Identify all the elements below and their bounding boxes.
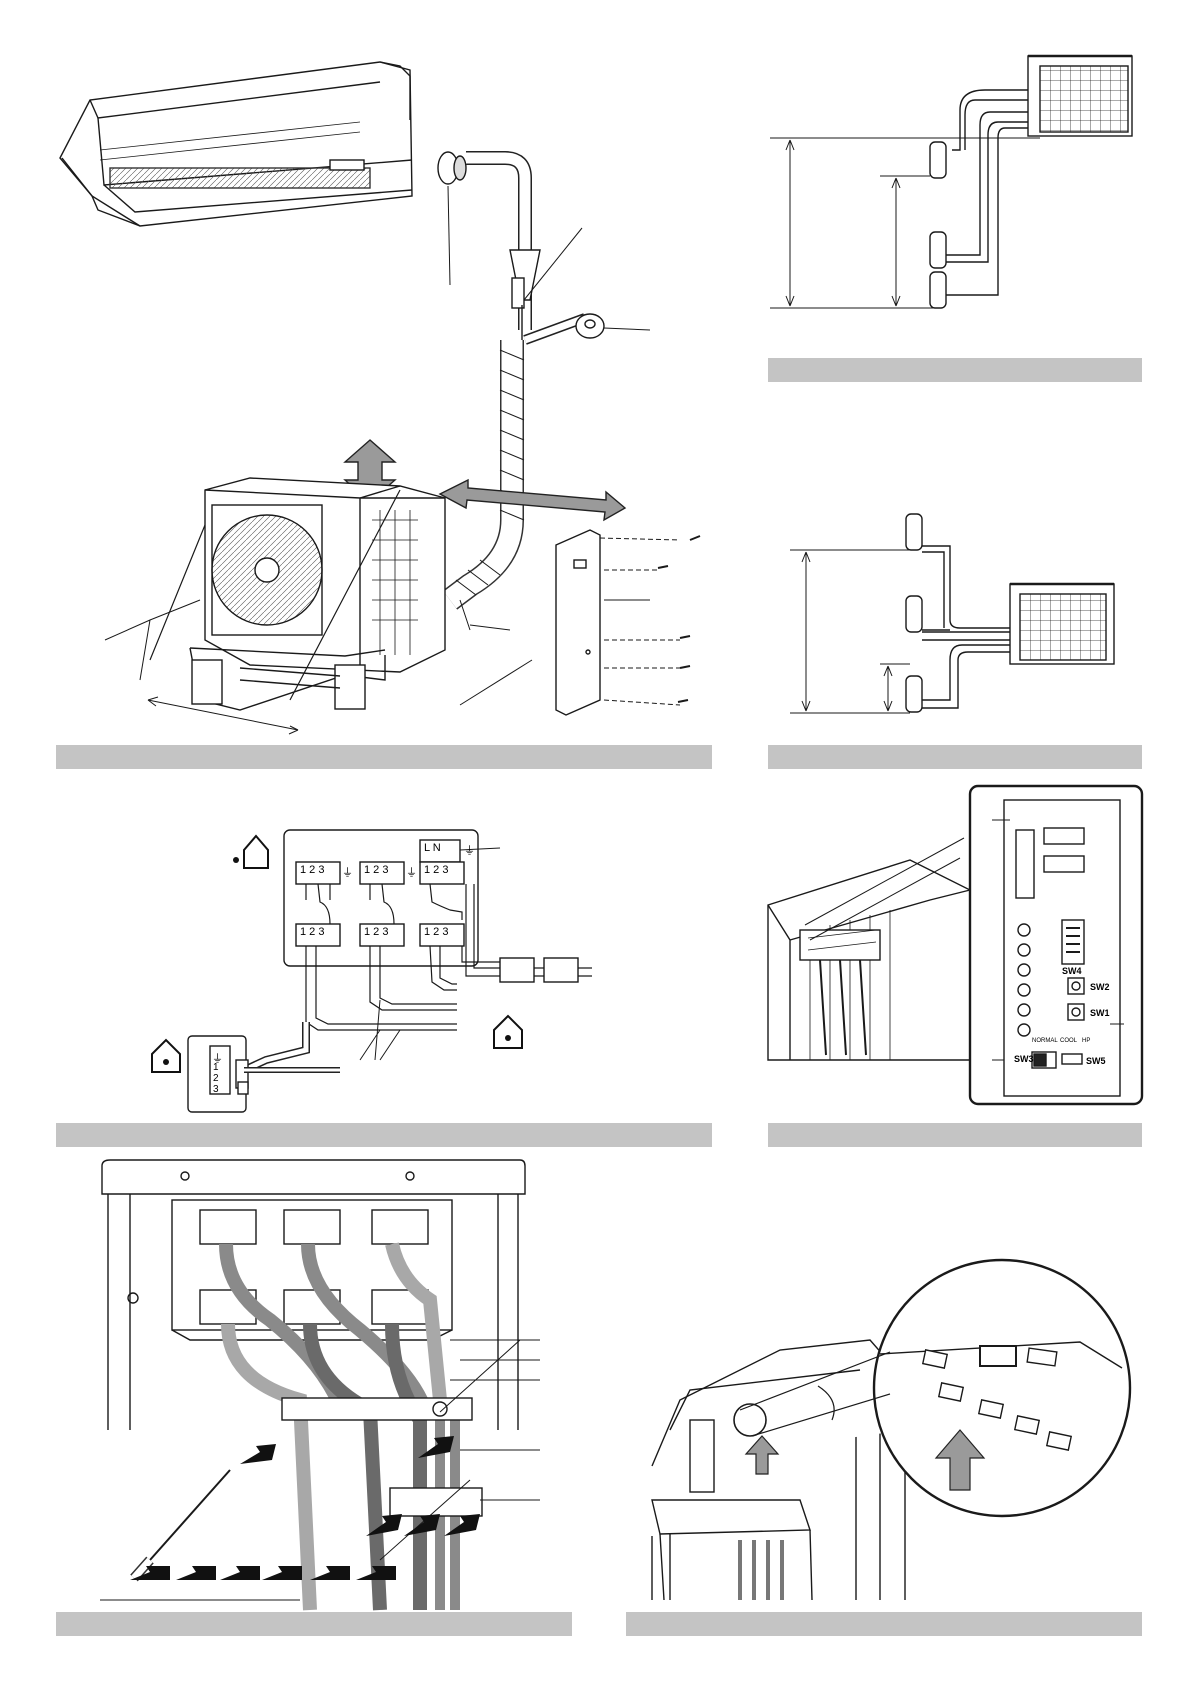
ground-symbol-1: ⏚	[342, 867, 353, 879]
terminal-label-ln: L N	[424, 842, 441, 854]
house-icon	[151, 1038, 181, 1073]
switch-label-sw4: SW4	[1062, 966, 1082, 976]
house-icon	[233, 834, 269, 869]
ground-symbol-3: ⏚	[464, 845, 475, 857]
terminal-row-bottom	[199, 1289, 429, 1325]
fig2-height-diagram	[770, 54, 1133, 309]
switch-bank-text-3: HP	[1082, 1038, 1091, 1044]
terminal-label-3: 1 2 3	[424, 864, 449, 876]
ground-symbol-4: ⏚	[212, 1053, 223, 1065]
terminal-label-4: 1 2 3	[300, 926, 325, 938]
remote-terminal-number-3: 3	[213, 1084, 219, 1095]
outdoor-unit	[189, 477, 446, 711]
fig7-push-arrows	[744, 1429, 986, 1491]
terminal-label-1: 1 2 3	[300, 864, 325, 876]
terminal-label-2: 1 2 3	[364, 864, 389, 876]
switch-bank-text-1: NORMAL	[1032, 1038, 1058, 1044]
terminal-label-5: 1 2 3	[364, 926, 389, 938]
caption-bar-fig4	[56, 1123, 712, 1147]
indoor-unit	[59, 61, 413, 227]
service-panel	[555, 529, 701, 716]
house-icon	[493, 1014, 523, 1049]
caption-bar-fig7	[626, 1612, 1142, 1636]
caption-bar-fig5	[768, 1123, 1142, 1147]
piping	[437, 151, 651, 610]
switch-label-sw5: SW5	[1086, 1056, 1106, 1066]
switch-label-sw1: SW1	[1090, 1008, 1110, 1018]
terminal-label-6: 1 2 3	[424, 926, 449, 938]
caption-bar-fig3	[768, 745, 1142, 769]
fig5-switch-panel	[767, 784, 1144, 1106]
fig4-wiring-schematic	[187, 829, 592, 1113]
caption-bar-fig6	[56, 1612, 572, 1636]
remote-terminal-number-2: 2	[213, 1073, 219, 1084]
ground-symbol-2: ⏚	[406, 867, 417, 879]
terminal-row-top	[199, 1209, 429, 1245]
fig1-installation-overview	[59, 61, 701, 735]
switch-bank-text-2: COOL	[1060, 1038, 1078, 1044]
remote-terminal-number-1: 1	[213, 1062, 219, 1073]
switch-label-sw3: SW3	[1014, 1054, 1034, 1064]
caption-bar-fig1	[56, 745, 712, 769]
clearance-arrow-horizontal	[438, 478, 627, 522]
switch-label-sw2: SW2	[1090, 982, 1110, 992]
fig3-height-diagram	[790, 513, 1115, 714]
fig6-insertion-arrows	[130, 1436, 480, 1580]
caption-bar-fig2	[768, 358, 1142, 382]
fig6-terminal-box-cabling	[100, 1159, 540, 1611]
fig7-panel-clip-detail	[651, 1258, 1132, 1601]
